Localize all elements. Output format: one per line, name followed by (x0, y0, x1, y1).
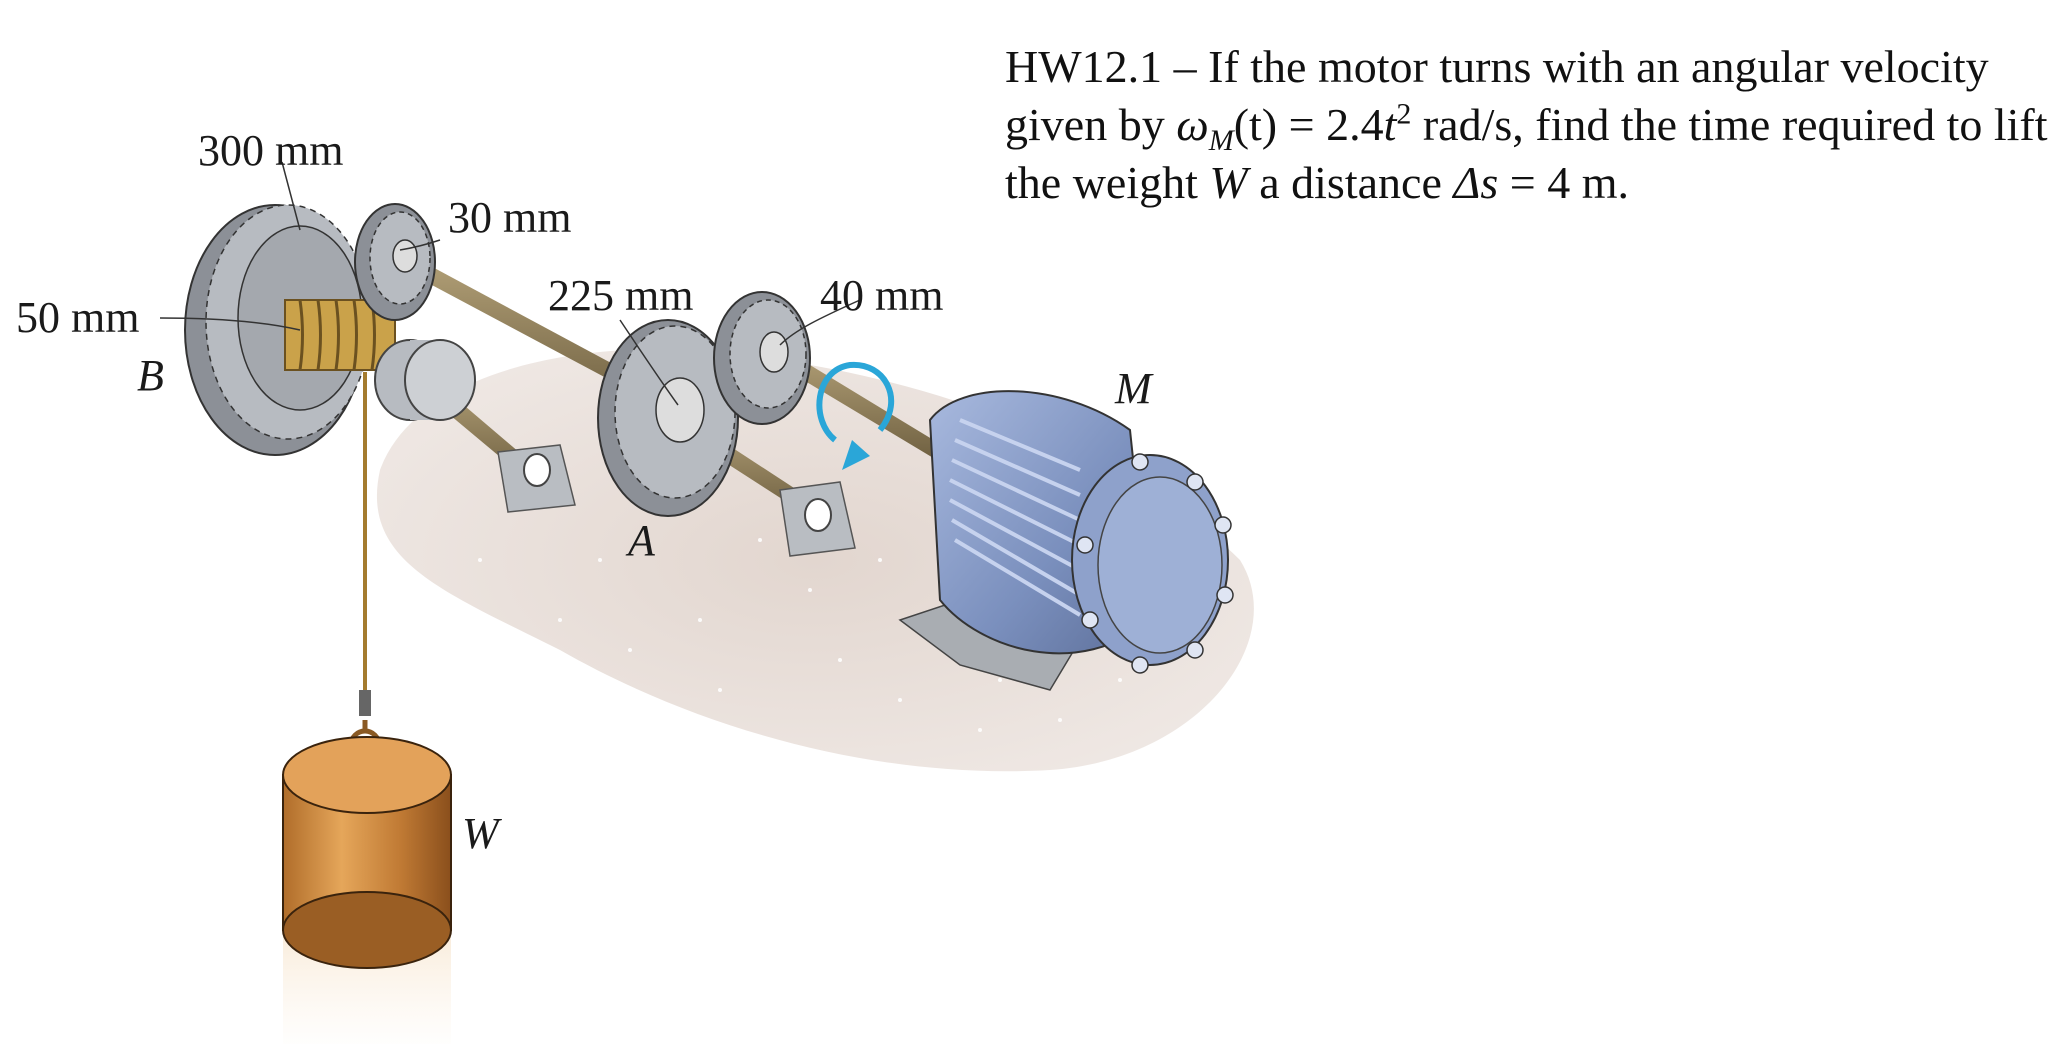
gear-40mm (713, 291, 811, 425)
problem-id: HW12.1 (1005, 41, 1163, 92)
motor (898, 390, 1234, 691)
label-40mm: 40 mm (820, 271, 943, 320)
support-bearing-left (497, 444, 576, 513)
rotation-arrow (816, 361, 895, 470)
label-gear-a: A (625, 516, 656, 565)
label-225mm: 225 mm (548, 271, 693, 320)
label-30mm: 30 mm (448, 193, 571, 242)
leader-lines (159, 161, 861, 406)
problem-statement: HW12.1 – If the motor turns with an angu… (1005, 41, 2048, 208)
label-gear-b: B (137, 351, 164, 400)
label-50mm: 50 mm (16, 293, 139, 342)
omega-symbol: ω (1176, 99, 1209, 150)
label-300mm: 300 mm (198, 126, 343, 175)
rope-clip (359, 690, 371, 716)
support-bearing-right (779, 481, 856, 557)
gear-30mm (354, 203, 436, 321)
motor-shaft (770, 348, 950, 462)
label-weight: W (462, 809, 502, 858)
label-motor: M (1114, 364, 1154, 413)
weight-block (282, 736, 452, 1044)
gear-a (597, 319, 739, 517)
